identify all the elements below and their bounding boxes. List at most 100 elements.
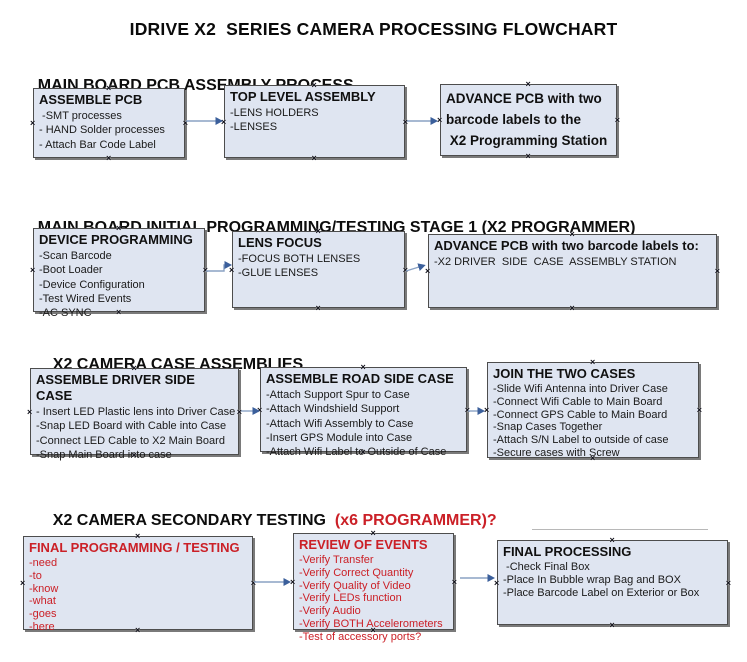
anchor-x-icon: × bbox=[202, 265, 208, 275]
anchor-x-icon: × bbox=[464, 404, 470, 415]
box-item: -Boot Loader bbox=[39, 264, 103, 277]
anchor-x-icon: × bbox=[370, 625, 376, 635]
flow-box-device-programming[interactable]: DEVICE PROGRAMMING -Scan Barcode -Boot Lo… bbox=[30, 224, 208, 320]
box-item: -Check Final Box bbox=[503, 561, 590, 573]
box-item: -Verify Correct Quantity bbox=[299, 566, 414, 579]
anchor-x-icon: × bbox=[182, 118, 188, 128]
box-item: -Snap LED Board with Cable into Case bbox=[36, 420, 227, 433]
box-item: -Scan Barcode bbox=[39, 250, 112, 262]
stray-shadow-line bbox=[532, 529, 708, 530]
anchor-x-icon: × bbox=[106, 83, 112, 93]
flow-box-final-processing[interactable]: FINAL PROCESSING -Check Final Box-Place … bbox=[494, 536, 731, 630]
anchor-x-icon: × bbox=[116, 307, 122, 317]
flow-box-join-the-two-cases[interactable]: JOIN THE TWO CASES -Slide Wifi Antenna i… bbox=[484, 358, 702, 463]
box-item: -Slide Wifi Antenna into Driver Case bbox=[493, 383, 668, 395]
box-items: - Insert LED Plastic lens into Driver Ca… bbox=[36, 405, 235, 462]
box-title: ADVANCE PCB with two barcode labels to t… bbox=[446, 91, 608, 148]
box-items: -LENS HOLDERS-LENSES bbox=[230, 106, 399, 135]
box-item: -Verify Transfer bbox=[299, 554, 374, 566]
anchor-x-icon: × bbox=[311, 153, 317, 163]
box-items: -Verify Transfer-Verify Correct Quantity… bbox=[299, 554, 448, 644]
anchor-x-icon: × bbox=[30, 265, 36, 275]
box-item: -Connect Wifi Cable to Main Board bbox=[493, 395, 663, 408]
flow-box-final-programming-testing[interactable]: FINAL PROGRAMMING / TESTING -need-to-kno… bbox=[20, 532, 256, 635]
anchor-x-icon: × bbox=[360, 447, 366, 457]
anchor-x-icon: × bbox=[315, 303, 321, 313]
box-item: -Attach Wifi Assembly to Case bbox=[266, 417, 414, 430]
flow-box-assemble-pcb[interactable]: ASSEMBLE PCB -SMT processes - HAND Solder… bbox=[30, 84, 188, 163]
anchor-x-icon: × bbox=[609, 620, 615, 630]
box-title: ASSEMBLE PCB bbox=[39, 92, 143, 107]
box-item: -GLUE LENSES bbox=[238, 267, 319, 280]
box-item: -Verify Quality of Video bbox=[299, 579, 411, 592]
anchor-x-icon: × bbox=[590, 453, 596, 463]
anchor-x-icon: × bbox=[437, 115, 443, 125]
anchor-x-icon: × bbox=[451, 576, 457, 587]
box-item: -Snap Cases Together bbox=[493, 421, 603, 434]
flow-box-lens-focus[interactable]: LENS FOCUS -FOCUS BOTH LENSES-GLUE LENSE… bbox=[229, 227, 408, 313]
box-title: FINAL PROCESSING bbox=[503, 544, 632, 559]
anchor-x-icon: × bbox=[315, 226, 321, 236]
flow-box-advance-pcb-programming-station[interactable]: ADVANCE PCB with two barcode labels to t… bbox=[437, 80, 620, 161]
box-item: -Place Barcode Label on Exterior or Box bbox=[503, 586, 700, 599]
box-item: -Verify BOTH Accelerometers bbox=[299, 617, 443, 630]
box-title: LENS FOCUS bbox=[238, 235, 322, 250]
box-items: -Scan Barcode-Boot Loader-Device Configu… bbox=[39, 249, 199, 320]
box-items: -Check Final Box-Place In Bubble wrap Ba… bbox=[503, 561, 722, 599]
anchor-x-icon: × bbox=[221, 116, 227, 127]
box-item: -what bbox=[29, 595, 56, 608]
anchor-x-icon: × bbox=[525, 151, 531, 161]
anchor-x-icon: × bbox=[360, 362, 366, 372]
anchor-x-icon: × bbox=[116, 223, 122, 233]
box-title: TOP LEVEL ASSEMBLY bbox=[230, 89, 376, 104]
box-item: -know bbox=[29, 582, 59, 595]
box-item: -Secure cases with Screw bbox=[493, 446, 620, 459]
box-items: -Slide Wifi Antenna into Driver Case-Con… bbox=[493, 383, 693, 460]
anchor-x-icon: × bbox=[609, 535, 615, 545]
anchor-x-icon: × bbox=[229, 264, 235, 275]
box-title: DEVICE PROGRAMMING bbox=[39, 232, 193, 247]
flow-box-review-of-events[interactable]: REVIEW OF EVENTS -Verify Transfer-Verify… bbox=[290, 529, 457, 643]
flow-box-advance-pcb-driver-side[interactable]: ADVANCE PCB with two barcode labels to: … bbox=[425, 230, 720, 313]
flow-box-assemble-driver-side-case[interactable]: ASSEMBLE DRIVER SIDE CASE - Insert LED P… bbox=[27, 364, 242, 461]
box-item: -to bbox=[29, 569, 42, 582]
box-item: -Connect GPS Cable to Main Board bbox=[493, 408, 668, 421]
anchor-x-icon: × bbox=[106, 153, 112, 163]
box-item: -Test of accessory ports? bbox=[299, 630, 422, 643]
flow-box-assemble-road-side-case[interactable]: ASSEMBLE ROAD SIDE CASE -Attach Support … bbox=[257, 363, 470, 459]
anchor-x-icon: × bbox=[131, 363, 137, 373]
box-item: -AC SYNC bbox=[39, 307, 92, 320]
box-items: -need-to-know-what-goes-here bbox=[29, 557, 247, 634]
anchor-x-icon: × bbox=[27, 406, 33, 417]
box-items: -FOCUS BOTH LENSES-GLUE LENSES bbox=[238, 252, 399, 281]
flow-arrow-r2-1[interactable] bbox=[206, 261, 232, 272]
box-item: -LENSES bbox=[230, 121, 278, 134]
anchor-x-icon: × bbox=[370, 528, 376, 538]
anchor-x-icon: × bbox=[131, 450, 137, 460]
anchor-x-icon: × bbox=[484, 405, 490, 415]
box-item: - HAND Solder processes bbox=[39, 124, 165, 137]
box-item: -Place In Bubble wrap Bag and BOX bbox=[503, 573, 681, 586]
anchor-x-icon: × bbox=[525, 79, 531, 89]
box-title: REVIEW OF EVENTS bbox=[299, 537, 428, 552]
anchor-x-icon: × bbox=[311, 80, 317, 90]
box-title: JOIN THE TWO CASES bbox=[493, 366, 636, 381]
box-item: -here bbox=[29, 620, 55, 633]
anchor-x-icon: × bbox=[135, 531, 141, 541]
anchor-x-icon: × bbox=[614, 115, 620, 125]
anchor-x-icon: × bbox=[236, 406, 242, 417]
anchor-x-icon: × bbox=[725, 577, 731, 588]
box-items: -SMT processes - HAND Solder processes- A… bbox=[39, 109, 179, 152]
section-heading-highlight: (x6 PROGRAMMER)? bbox=[326, 512, 497, 529]
box-item: - Attach Bar Code Label bbox=[39, 138, 156, 151]
flow-box-top-level-assembly[interactable]: TOP LEVEL ASSEMBLY -LENS HOLDERS-LENSES … bbox=[221, 81, 408, 163]
box-item: -Attach Support Spur to Case bbox=[266, 389, 410, 401]
box-item: -SMT processes bbox=[39, 110, 122, 122]
box-item: -Snap Main Board into case bbox=[36, 448, 172, 461]
anchor-x-icon: × bbox=[135, 625, 141, 635]
box-title: ASSEMBLE DRIVER SIDE CASE bbox=[36, 372, 199, 403]
anchor-x-icon: × bbox=[402, 264, 408, 275]
box-title: ADVANCE PCB with two barcode labels to: bbox=[434, 238, 699, 253]
box-item: -Verify LEDs function bbox=[299, 592, 402, 605]
box-item: -Connect LED Cable to X2 Main Board bbox=[36, 434, 225, 447]
